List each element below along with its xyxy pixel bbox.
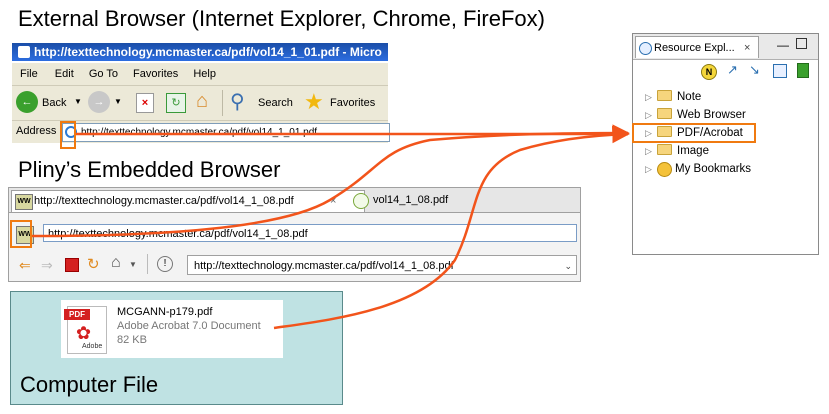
- refresh-icon[interactable]: ↻: [87, 256, 100, 273]
- tree-item-my-bookmarks[interactable]: ▷ My Bookmarks: [645, 161, 751, 177]
- tab-close-icon[interactable]: ×: [330, 195, 337, 207]
- menu-file[interactable]: File: [20, 68, 38, 80]
- tab-other-label: vol14_1_08.pdf: [373, 194, 449, 206]
- tree-item-label: My Bookmarks: [675, 163, 752, 175]
- computer-file-panel: PDF ✿ Adobe MCGANN-p179.pdf Adobe Acroba…: [10, 291, 343, 405]
- maximize-icon[interactable]: [796, 38, 807, 49]
- tree-item-pdf-acrobat[interactable]: ▷ PDF/Acrobat: [645, 125, 743, 141]
- embedded-nav-toolbar: ⇐ ⇒ ↻ ⌂ ▼ ! http://texttechnology.mcmast…: [9, 252, 580, 280]
- tree-item-image[interactable]: ▷ Image: [645, 143, 709, 159]
- home-icon[interactable]: ⌂: [111, 254, 121, 271]
- minimize-icon[interactable]: —: [777, 38, 789, 52]
- chevron-right-icon[interactable]: ▷: [645, 110, 652, 120]
- address-label: Address: [16, 125, 57, 137]
- menu-favorites[interactable]: Favorites: [133, 68, 179, 80]
- resource-explorer-header: Resource Expl... × —: [633, 34, 818, 60]
- file-type: Adobe Acrobat 7.0 Document: [117, 320, 261, 332]
- bookmark-icon: [657, 162, 672, 177]
- file-name: MCGANN-p179.pdf: [117, 306, 213, 318]
- acrobat-icon: ✿: [76, 323, 92, 343]
- resource-explorer-tab-label: Resource Expl...: [654, 42, 735, 54]
- tab-vol14-url[interactable]: WW http://texttechnology.mcmaster.ca/pdf…: [11, 190, 365, 212]
- back-icon[interactable]: ⇐: [19, 257, 31, 273]
- export-icon[interactable]: ↗: [727, 62, 738, 77]
- resource-explorer-panel: Resource Expl... × — N ↗ ↘ ▷ Note ▷ Web Br…: [632, 33, 819, 255]
- ie-address-text: http://texttechnology.mcmaster.ca/pdf/vo…: [81, 127, 318, 138]
- ie-icon-highlight: [60, 121, 76, 149]
- tree-item-web-browser[interactable]: ▷ Web Browser: [645, 107, 746, 123]
- embedded-browser: WW http://texttechnology.mcmaster.ca/pdf…: [8, 187, 581, 282]
- file-size: 82 KB: [117, 334, 147, 346]
- pdf-badge: PDF: [64, 309, 90, 320]
- forward-icon[interactable]: ⇒: [41, 257, 53, 273]
- ie-toolbar: ← Back ▼ → ▼ × ↻ ⌂ ⚲ Search ★ Favorites: [12, 86, 388, 121]
- file-card[interactable]: PDF ✿ Adobe MCGANN-p179.pdf Adobe Acroba…: [61, 300, 283, 358]
- stop-icon[interactable]: [65, 258, 79, 272]
- tree-item-label: Image: [677, 145, 709, 157]
- folder-icon: [657, 90, 672, 101]
- pdf-acrobat-highlight: [632, 123, 756, 143]
- refresh-icon[interactable]: ↻: [166, 93, 186, 113]
- tab-close-icon[interactable]: ×: [744, 42, 751, 54]
- pliny-web-icon: WW: [15, 194, 33, 210]
- heading-embedded-browser: Pliny’s Embedded Browser: [18, 157, 281, 182]
- collapse-icon[interactable]: [773, 64, 787, 78]
- tree-item-label: Note: [677, 91, 702, 103]
- chevron-right-icon[interactable]: ▷: [645, 164, 652, 174]
- heading-external-browser: External Browser (Internet Explorer, Chr…: [18, 6, 545, 31]
- favorites-icon[interactable]: ★: [304, 89, 324, 114]
- ie-window-icon: [18, 46, 30, 58]
- folder-icon: [657, 144, 672, 155]
- chevron-right-icon[interactable]: ▷: [645, 92, 652, 102]
- back-icon[interactable]: ←: [16, 91, 38, 113]
- search-button[interactable]: Search: [258, 97, 293, 109]
- pliny-icon-highlight: [10, 220, 32, 248]
- ie-title-bar: http://texttechnology.mcmaster.ca/pdf/vo…: [12, 43, 388, 61]
- home-dropdown-icon[interactable]: ▼: [129, 260, 137, 269]
- nav-separator: [147, 254, 148, 274]
- adobe-label: Adobe: [82, 343, 103, 350]
- embedded-nav-url-field[interactable]: http://texttechnology.mcmaster.ca/pdf/vo…: [187, 255, 577, 275]
- favorites-button[interactable]: Favorites: [330, 97, 376, 109]
- import-icon[interactable]: ↘: [749, 62, 760, 77]
- embedded-tab-bar: WW http://texttechnology.mcmaster.ca/pdf…: [9, 188, 580, 213]
- folder-icon: [657, 108, 672, 119]
- resource-explorer-tab[interactable]: Resource Expl... ×: [635, 36, 759, 58]
- chevron-right-icon[interactable]: ▷: [645, 146, 652, 156]
- tree-item-note[interactable]: ▷ Note: [645, 89, 701, 105]
- pdf-file-icon[interactable]: PDF ✿ Adobe: [64, 306, 107, 354]
- globe-icon: [639, 42, 652, 55]
- chevron-down-icon[interactable]: ⌄: [564, 261, 572, 271]
- heading-computer-file: Computer File: [20, 372, 159, 397]
- ie-address-field[interactable]: http://texttechnology.mcmaster.ca/pdf/vo…: [62, 123, 390, 142]
- back-button[interactable]: Back: [42, 97, 67, 109]
- stop-icon[interactable]: ×: [136, 93, 154, 113]
- tree-item-label: PDF/Acrobat: [677, 127, 743, 139]
- search-icon[interactable]: ⚲: [230, 91, 245, 113]
- menu-edit[interactable]: Edit: [54, 68, 74, 80]
- embedded-url-field[interactable]: http://texttechnology.mcmaster.ca/pdf/vo…: [43, 224, 577, 242]
- link-icon[interactable]: [797, 63, 809, 78]
- menu-help[interactable]: Help: [193, 68, 216, 80]
- pdf-tab-icon: [353, 193, 369, 209]
- toolbar-separator: [222, 90, 223, 116]
- ie-menu-bar: File Edit Go To Favorites Help: [12, 63, 388, 86]
- new-note-icon[interactable]: N: [701, 64, 717, 80]
- chevron-right-icon[interactable]: ▷: [645, 128, 652, 138]
- tab-active-label: http://texttechnology.mcmaster.ca/pdf/vo…: [34, 195, 294, 207]
- back-dropdown-icon[interactable]: ▼: [74, 97, 82, 106]
- home-icon[interactable]: ⌂: [196, 90, 209, 112]
- info-icon[interactable]: !: [157, 256, 173, 272]
- forward-dropdown-icon[interactable]: ▼: [114, 97, 122, 106]
- menu-goto[interactable]: Go To: [88, 68, 118, 80]
- nav-url-text: http://texttechnology.mcmaster.ca/pdf/vo…: [194, 260, 454, 272]
- folder-icon: [657, 126, 672, 137]
- forward-icon[interactable]: →: [88, 91, 110, 113]
- tab-pdf[interactable]: vol14_1_08.pdf: [351, 190, 448, 211]
- tree-item-label: Web Browser: [677, 109, 746, 121]
- ie-title-text: http://texttechnology.mcmaster.ca/pdf/vo…: [34, 45, 382, 59]
